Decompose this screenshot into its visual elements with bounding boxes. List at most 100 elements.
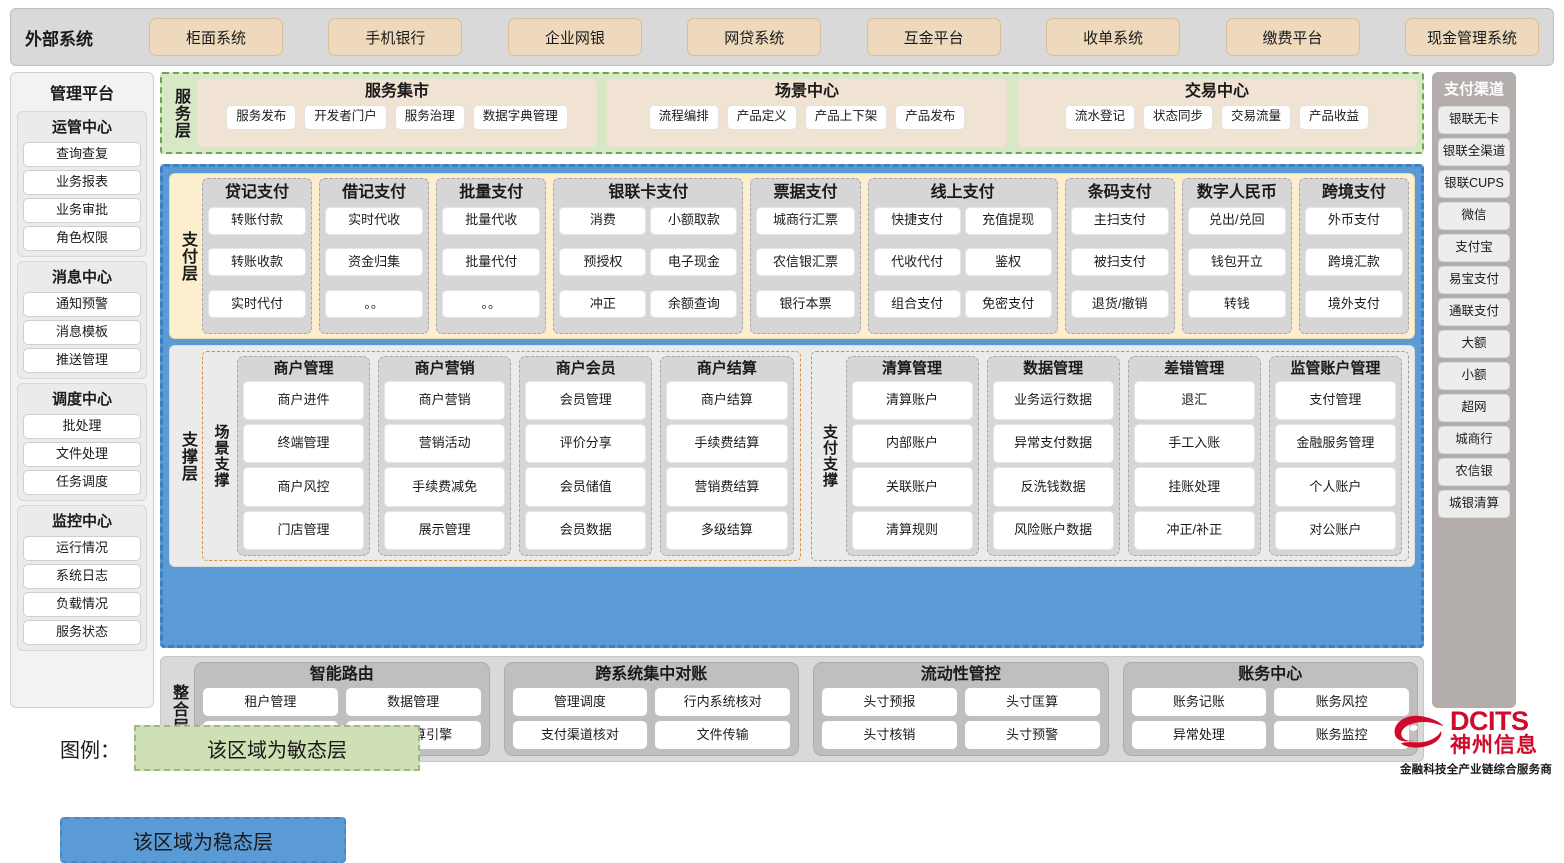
support-item[interactable]: 清算规则 [851, 510, 973, 550]
integration-item[interactable]: 账务监控 [1274, 720, 1409, 749]
management-item[interactable]: 业务审批 [23, 198, 141, 223]
integration-item[interactable]: 头寸核销 [822, 720, 957, 749]
payment-item[interactable]: 被扫支付 [1070, 248, 1169, 277]
support-item[interactable]: 冲正/补正 [1133, 510, 1255, 550]
integration-item[interactable]: 异常处理 [1131, 720, 1267, 749]
payment-item[interactable]: 充值提现 [964, 206, 1052, 235]
service-item[interactable]: 服务治理 [394, 104, 465, 130]
support-item[interactable]: 终端管理 [243, 423, 365, 464]
management-item[interactable]: 通知预警 [23, 292, 141, 317]
channel-item[interactable]: 小额 [1438, 362, 1510, 390]
external-system-item[interactable]: 互金平台 [866, 18, 1001, 56]
external-system-item[interactable]: 现金管理系统 [1404, 18, 1539, 56]
channel-item[interactable]: 微信 [1438, 202, 1510, 230]
service-item[interactable]: 产品收益 [1299, 104, 1370, 130]
service-item[interactable]: 流程编排 [648, 104, 719, 130]
payment-item[interactable]: 电子现金 [650, 248, 738, 277]
management-item[interactable]: 批处理 [23, 414, 141, 439]
payment-item[interactable]: 快捷支付 [873, 206, 961, 235]
payment-item[interactable]: 。。 [442, 290, 541, 319]
payment-item[interactable]: 批量代付 [442, 248, 541, 277]
integration-item[interactable]: 账务风控 [1274, 687, 1409, 716]
support-item[interactable]: 营销活动 [384, 423, 506, 464]
payment-item[interactable]: 冲正 [559, 290, 647, 319]
support-item[interactable]: 反洗钱数据 [992, 467, 1114, 507]
payment-item[interactable]: 境外支付 [1304, 290, 1403, 319]
integration-item[interactable]: 头寸预警 [964, 720, 1100, 749]
management-item[interactable]: 消息模板 [23, 320, 141, 345]
integration-item[interactable]: 头寸匡算 [964, 687, 1100, 716]
payment-item[interactable]: 资金归集 [325, 248, 424, 277]
payment-item[interactable]: 实时代付 [208, 290, 307, 319]
channel-item[interactable]: 银联CUPS [1438, 170, 1510, 198]
support-item[interactable]: 会员数据 [525, 510, 647, 550]
integration-item[interactable]: 租户管理 [203, 687, 338, 716]
payment-item[interactable]: 鉴权 [964, 248, 1052, 277]
integration-item[interactable]: 账务记账 [1131, 687, 1267, 716]
service-item[interactable]: 产品定义 [726, 104, 797, 130]
channel-item[interactable]: 城商行 [1438, 426, 1510, 454]
external-system-item[interactable]: 企业网银 [507, 18, 642, 56]
support-item[interactable]: 挂账处理 [1133, 467, 1255, 507]
channel-item[interactable]: 大额 [1438, 330, 1510, 358]
support-item[interactable]: 营销费结算 [666, 467, 788, 507]
support-item[interactable]: 业务运行数据 [992, 380, 1114, 420]
payment-item[interactable]: 转钱 [1187, 290, 1286, 319]
support-item[interactable]: 风险账户数据 [992, 510, 1114, 550]
payment-item[interactable]: 转账收款 [208, 248, 307, 277]
integration-item[interactable]: 文件传输 [655, 720, 790, 749]
payment-item[interactable]: 余额查询 [650, 290, 738, 319]
channel-item[interactable]: 易宝支付 [1438, 266, 1510, 294]
channel-item[interactable]: 农信银 [1438, 458, 1510, 486]
payment-item[interactable]: 退货/撤销 [1070, 290, 1169, 319]
payment-item[interactable]: 主扫支付 [1070, 206, 1169, 235]
management-item[interactable]: 推送管理 [23, 348, 141, 373]
support-item[interactable]: 商户营销 [384, 380, 506, 420]
channel-item[interactable]: 银联全渠道 [1438, 138, 1510, 166]
integration-item[interactable]: 支付渠道核对 [512, 720, 648, 749]
service-item[interactable]: 状态同步 [1142, 104, 1213, 130]
external-system-item[interactable]: 缴费平台 [1225, 18, 1360, 56]
payment-item[interactable]: 免密支付 [964, 290, 1052, 319]
support-item[interactable]: 商户结算 [666, 380, 788, 420]
external-system-item[interactable]: 网贷系统 [687, 18, 822, 56]
external-system-item[interactable]: 柜面系统 [149, 18, 283, 56]
payment-item[interactable]: 代收代付 [873, 248, 961, 277]
support-item[interactable]: 门店管理 [243, 510, 365, 550]
payment-item[interactable]: 批量代收 [442, 206, 541, 235]
support-item[interactable]: 异常支付数据 [992, 423, 1114, 464]
service-item[interactable]: 流水登记 [1064, 104, 1135, 130]
service-item[interactable]: 交易流量 [1221, 104, 1292, 130]
service-item[interactable]: 服务发布 [226, 104, 297, 130]
payment-item[interactable]: 。。 [325, 290, 424, 319]
management-item[interactable]: 任务调度 [23, 470, 141, 495]
support-item[interactable]: 清算账户 [851, 380, 973, 420]
management-item[interactable]: 文件处理 [23, 442, 141, 467]
management-item[interactable]: 负载情况 [23, 592, 141, 617]
payment-item[interactable]: 银行本票 [756, 290, 855, 319]
channel-item[interactable]: 城银清算 [1438, 490, 1510, 518]
payment-item[interactable]: 实时代收 [325, 206, 424, 235]
support-item[interactable]: 多级结算 [666, 510, 788, 550]
integration-item[interactable]: 头寸预报 [822, 687, 957, 716]
channel-item[interactable]: 超网 [1438, 394, 1510, 422]
support-item[interactable]: 会员储值 [525, 467, 647, 507]
support-item[interactable]: 商户风控 [243, 467, 365, 507]
support-item[interactable]: 金融服务管理 [1274, 423, 1396, 464]
payment-item[interactable]: 小额取款 [650, 206, 738, 235]
management-item[interactable]: 角色权限 [23, 226, 141, 251]
support-item[interactable]: 关联账户 [851, 467, 973, 507]
payment-item[interactable]: 消费 [559, 206, 647, 235]
support-item[interactable]: 个人账户 [1274, 467, 1396, 507]
payment-item[interactable]: 转账付款 [208, 206, 307, 235]
support-item[interactable]: 支付管理 [1274, 380, 1396, 420]
service-item[interactable]: 产品发布 [895, 104, 966, 130]
support-item[interactable]: 评价分享 [525, 423, 647, 464]
payment-item[interactable]: 兑出/兑回 [1187, 206, 1286, 235]
management-item[interactable]: 运行情况 [23, 536, 141, 561]
payment-item[interactable]: 城商行汇票 [756, 206, 855, 235]
management-item[interactable]: 服务状态 [23, 620, 141, 645]
payment-item[interactable]: 跨境汇款 [1304, 248, 1403, 277]
support-item[interactable]: 内部账户 [851, 423, 973, 464]
support-item[interactable]: 手续费减免 [384, 467, 506, 507]
